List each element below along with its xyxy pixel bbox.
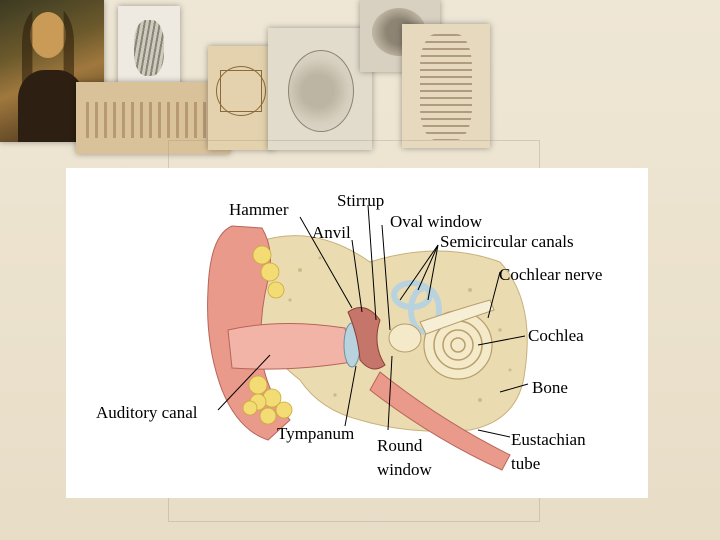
ossicles: [347, 307, 386, 370]
eustachian-tube: [369, 371, 511, 471]
leonardo-portrait-image: [118, 6, 180, 92]
label-oval-window: Oval window: [390, 212, 483, 231]
label-eustachian-tube: Eustachian tube: [511, 430, 586, 473]
cochlear-nerve: [419, 299, 495, 335]
label-round-window: Round window: [377, 436, 432, 479]
fetus-drawing-image: [268, 28, 372, 150]
label-bone: Bone: [532, 378, 568, 397]
codex-sketch-image: [76, 82, 230, 154]
label-anvil: Anvil: [312, 223, 351, 242]
label-semicircular-canals: Semicircular canals: [440, 232, 574, 251]
label-cochlea: Cochlea: [528, 326, 584, 345]
temporal-bone: [249, 235, 528, 432]
header-banner: [0, 0, 720, 160]
label-auditory-canal: Auditory canal: [96, 403, 198, 422]
vitruvian-man-image: [208, 46, 274, 150]
label-cochlear-nerve: Cochlear nerve: [499, 265, 603, 284]
label-tympanum: Tympanum: [277, 424, 355, 443]
auditory-canal: [227, 322, 353, 370]
skeleton-drawing-image: [402, 24, 490, 148]
mona-lisa-image: [0, 0, 104, 142]
label-stirrup: Stirrup: [337, 191, 385, 210]
label-hammer: Hammer: [229, 200, 289, 219]
